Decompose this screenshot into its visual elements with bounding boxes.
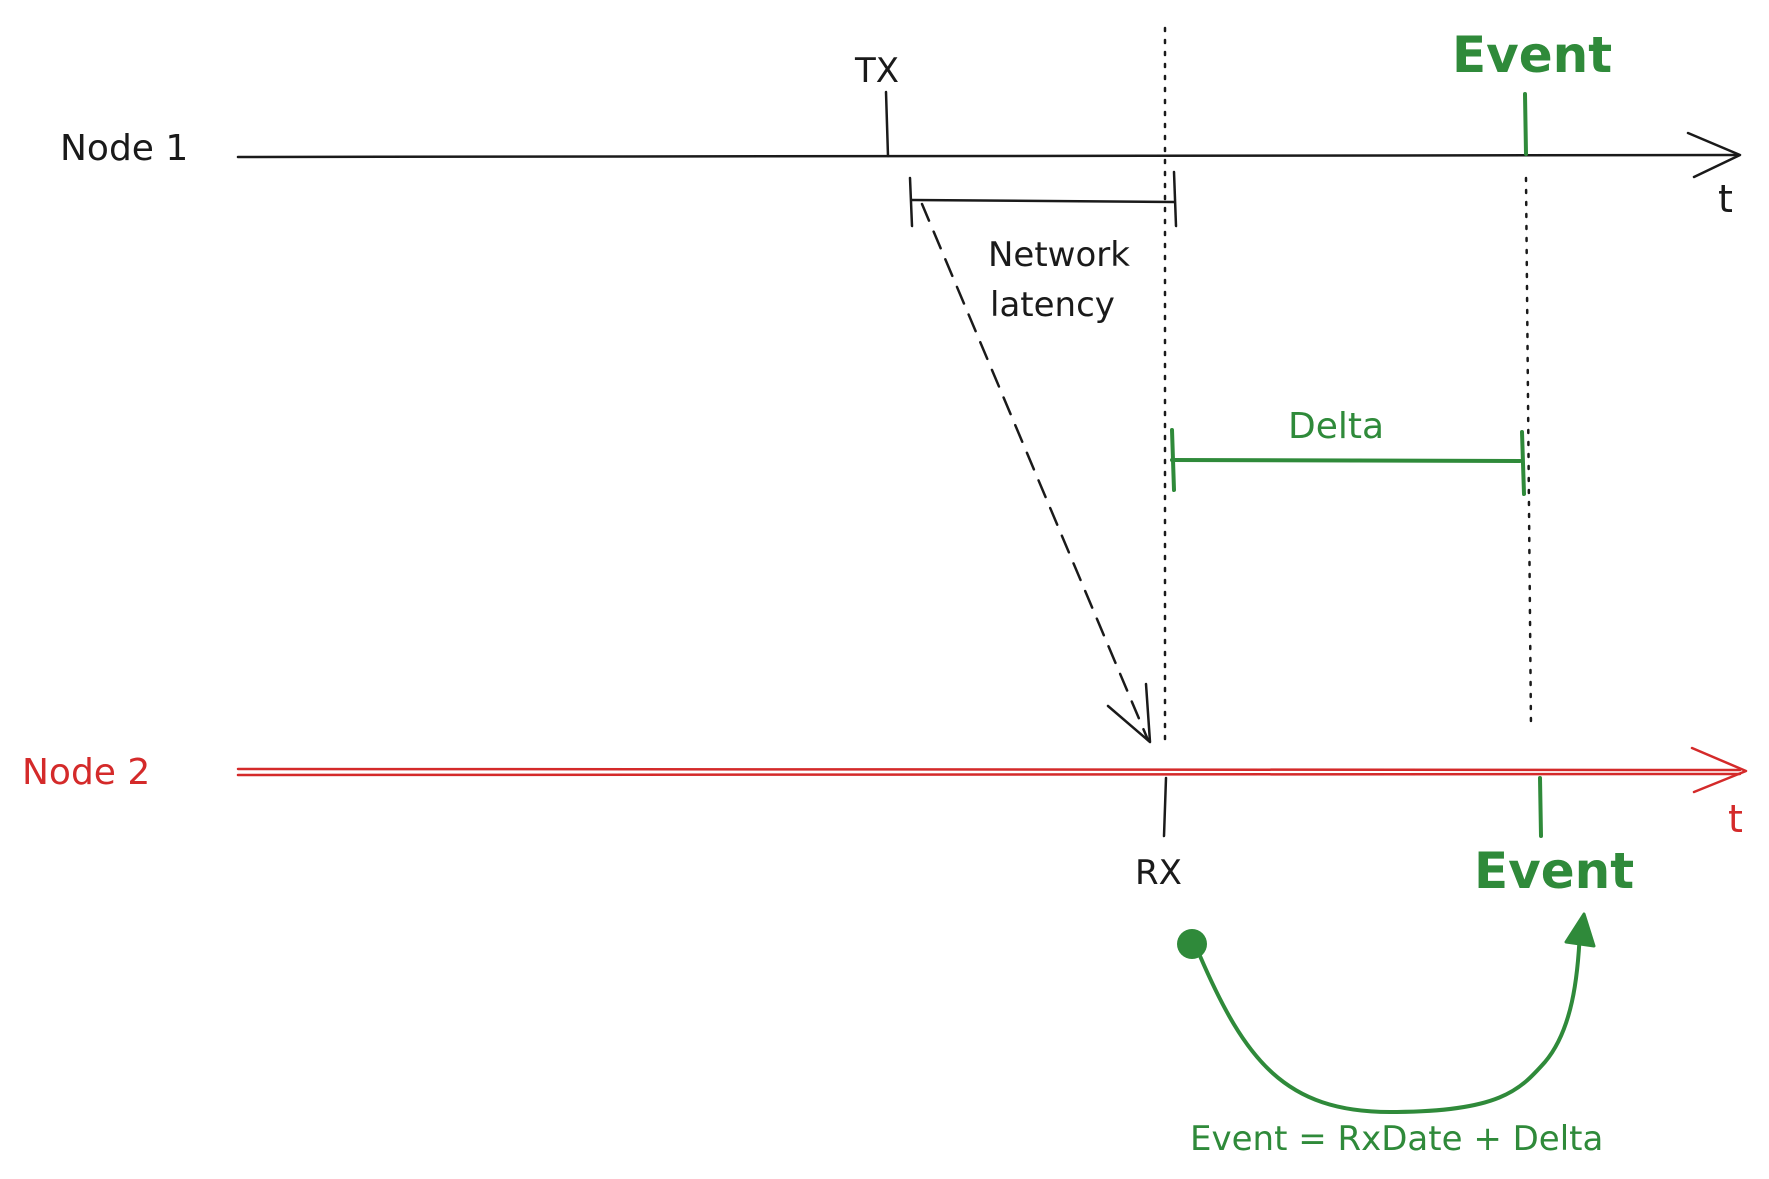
latency-bracket — [908, 170, 1178, 228]
node2-axis — [236, 767, 1742, 772]
tx-tick — [884, 90, 890, 158]
node2-event-label: Event — [1474, 842, 1634, 900]
node1-axis-label: t — [1718, 177, 1733, 221]
tx-label: TX — [854, 51, 899, 91]
formula-label: Event = RxDate + Delta — [1190, 1119, 1603, 1159]
node1-event-tick — [1523, 92, 1528, 156]
node1-axis — [236, 153, 1740, 159]
event-guide-line — [1524, 176, 1533, 730]
node1-label: Node 1 — [60, 128, 188, 169]
rx-label: RX — [1135, 853, 1182, 893]
node2-axis-label: t — [1728, 797, 1743, 841]
delta-label: Delta — [1288, 406, 1384, 447]
node2-axis-arrowhead-icon — [1690, 746, 1748, 794]
node2-timeline — [236, 746, 1748, 838]
delta-bracket — [1170, 428, 1526, 496]
computation-arrow — [1198, 928, 1582, 1115]
computation-arrowhead-icon — [1564, 912, 1596, 948]
message-arrowhead-icon — [1106, 682, 1152, 744]
rx-tick — [1162, 776, 1168, 838]
node1-event-label: Event — [1452, 26, 1612, 84]
rx-origin-dot — [1177, 929, 1207, 959]
node2-event-tick — [1538, 776, 1543, 838]
message-arrow — [920, 202, 1150, 742]
latency-label-line1: Network — [988, 235, 1130, 275]
node1-axis-arrowhead-icon — [1686, 131, 1742, 179]
latency-label-line2: latency — [990, 285, 1115, 325]
node1-timeline — [236, 90, 1742, 179]
node2-label: Node 2 — [22, 752, 150, 793]
